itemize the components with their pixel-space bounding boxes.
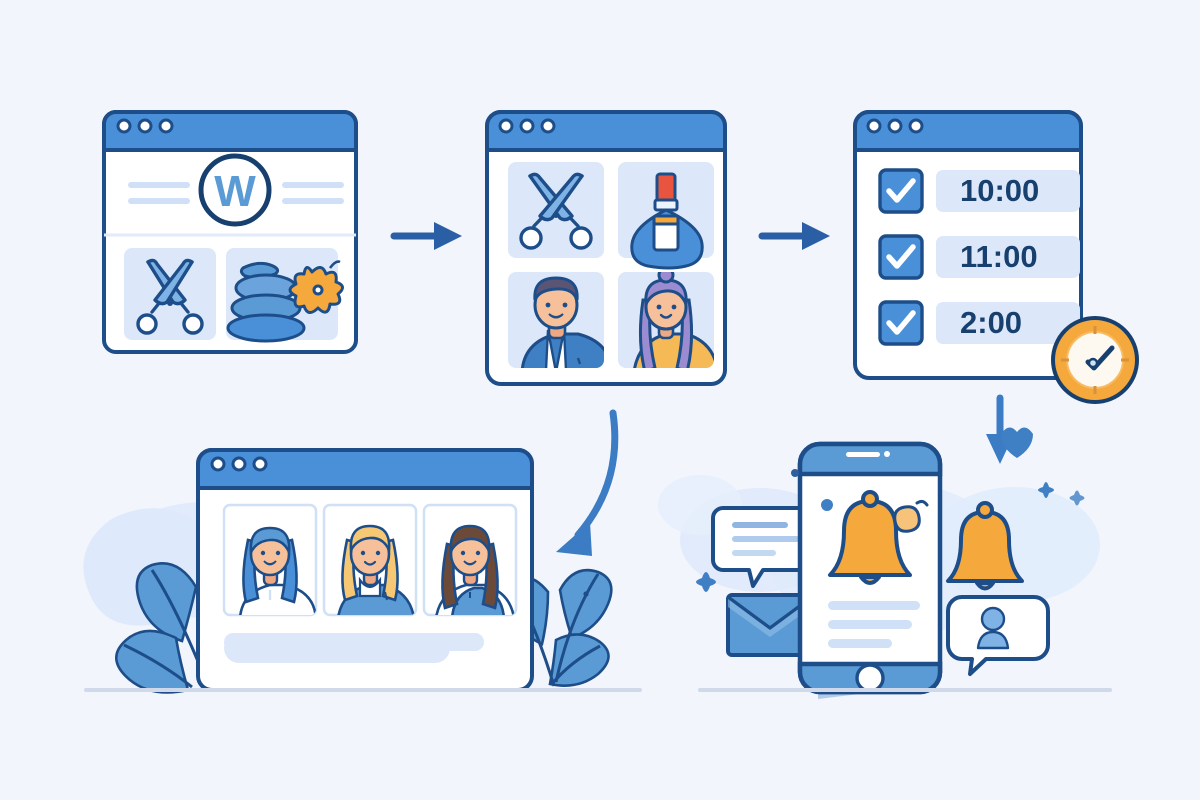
video-call-window[interactable]: [196, 448, 534, 692]
window-titlebar: [196, 448, 534, 490]
participant-avatar-3: [434, 524, 516, 615]
heart-icon: [1001, 427, 1033, 458]
phone-camera: [884, 451, 890, 457]
window-dots: [210, 456, 268, 472]
time-slot-row[interactable]: 10:00: [878, 168, 1080, 214]
service-selection-window[interactable]: [485, 110, 727, 386]
participant-tile[interactable]: [322, 503, 418, 618]
check-icon: [886, 310, 916, 335]
window-dots: [116, 118, 174, 134]
window-dots: [866, 118, 924, 134]
phone-speaker: [846, 452, 880, 457]
arrow-step2-to-step3: [758, 222, 830, 250]
flower-icon: [288, 260, 344, 314]
phone-notifications-group: [696, 427, 1085, 699]
tile-female-stylist[interactable]: [618, 268, 718, 372]
arrow-step1-to-step2: [390, 222, 462, 250]
chat-bubble-icon[interactable]: [711, 506, 821, 588]
notification-bell-icon: [821, 490, 929, 585]
decor-sparkles: [696, 427, 1085, 592]
smartphone-device[interactable]: [797, 441, 943, 699]
female-stylist-avatar: [632, 272, 714, 368]
scissors-icon: [136, 258, 204, 335]
time-label: 2:00: [960, 305, 1022, 340]
logo-circle: [198, 153, 272, 227]
window-dots: [498, 118, 556, 134]
cosmetics-bottle-icon: [630, 172, 704, 270]
tile-scissors[interactable]: [508, 162, 604, 258]
time-pill: [936, 302, 1080, 344]
salon-website-window[interactable]: W: [102, 110, 358, 354]
time-label: 10:00: [960, 173, 1039, 208]
phone-home-button[interactable]: [855, 663, 885, 693]
spa-stones-flower-icon: [226, 260, 344, 343]
scissors-icon: [519, 172, 593, 250]
caption-bar-top: [224, 633, 484, 651]
user-bubble-icon[interactable]: [946, 595, 1050, 676]
check-icon: [886, 178, 916, 203]
logo-letter: W: [214, 167, 256, 216]
participant-tile[interactable]: [222, 503, 318, 618]
tile-scissors[interactable]: [124, 248, 216, 340]
clock-icon: [1051, 316, 1139, 404]
time-slot-row[interactable]: 11:00: [878, 234, 1080, 280]
window-titlebar: [853, 110, 1083, 152]
time-slot-row[interactable]: 2:00: [878, 300, 1080, 346]
bell-icon[interactable]: [946, 501, 1024, 591]
tile-cosmetics[interactable]: [618, 162, 714, 270]
participant-tile[interactable]: [422, 503, 518, 618]
time-slot-window[interactable]: 10:00 11:00 2:00: [853, 110, 1139, 404]
tile-male-stylist[interactable]: [508, 272, 612, 372]
arrow-curved-to-video-call: [556, 409, 619, 556]
phone-top-bar: [797, 441, 943, 477]
time-pill: [936, 236, 1080, 278]
participant-avatar-2: [336, 524, 416, 615]
header-placeholder-bars: [128, 182, 344, 204]
phone-text-lines: [828, 601, 920, 648]
check-icon: [886, 244, 916, 269]
time-pill: [936, 170, 1080, 212]
participant-avatar-1: [238, 526, 316, 615]
time-label: 11:00: [960, 239, 1038, 274]
tile-spa[interactable]: [226, 248, 344, 343]
male-stylist-avatar: [520, 276, 604, 368]
